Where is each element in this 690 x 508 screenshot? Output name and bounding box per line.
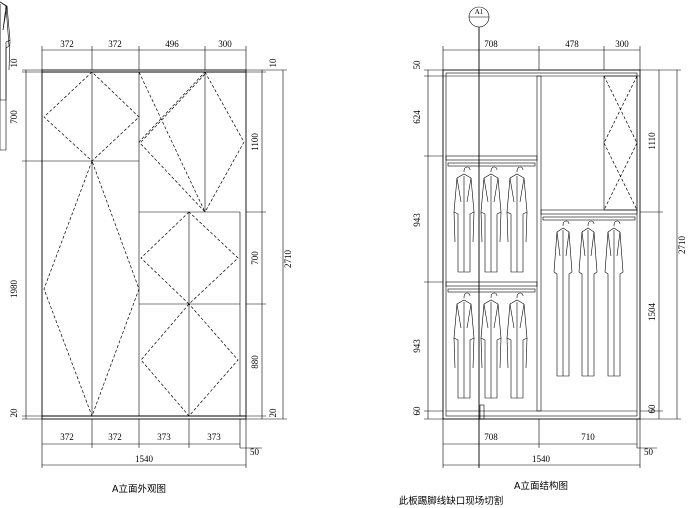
right-left-dim-5: 60: [412, 406, 422, 416]
hanging-rail-2: [447, 288, 536, 293]
shelf-1: [445, 155, 538, 161]
right-total-height: 2710: [677, 236, 687, 255]
shelf-3: [540, 209, 638, 215]
top-right-swing-marks: [603, 75, 638, 211]
left-top-dim-1: 372: [60, 39, 74, 49]
right-caption: A立面结构图: [514, 480, 568, 492]
right-top-dim-2: 478: [565, 39, 579, 49]
left-side-dim-3: 1980: [9, 280, 19, 299]
left-panel-lines: [42, 72, 241, 416]
left-side-dim-4: 20: [9, 408, 19, 418]
left-right-dim-5: 20: [268, 408, 278, 418]
right-bottom-dim-1: 708: [484, 432, 498, 442]
left-door-swing-marks: [43, 71, 245, 417]
left-bottom-dim-3: 373: [157, 432, 171, 442]
left-top-ticks: [41, 46, 247, 70]
left-right-dim-3: 700: [250, 251, 260, 265]
right-top-dim-1: 708: [484, 39, 498, 49]
left-bottom-dim-2: 372: [108, 432, 122, 442]
right-cabinet-outline: [442, 69, 641, 420]
left-right-dim-2: 1100: [250, 133, 260, 151]
shelf-2: [445, 281, 538, 287]
right-top-dim-3: 300: [615, 39, 629, 49]
left-right-dim-4: 880: [250, 355, 260, 369]
hanging-rail-3: [542, 216, 636, 221]
left-top-dim-2: 372: [108, 39, 122, 49]
hanging-garments: [0, 0, 624, 399]
center-partition: [536, 75, 542, 412]
top-right-compartment: [603, 75, 638, 211]
left-total-width: 1540: [135, 454, 154, 464]
right-left-dim-4: 943: [412, 339, 422, 353]
left-side-dim-1: 10: [9, 58, 19, 68]
left-total-height: 2710: [283, 250, 293, 269]
hanging-rail-1: [447, 162, 536, 167]
right-right-dim-3: 60: [647, 404, 657, 414]
right-right-dim-2: 1504: [647, 303, 657, 322]
left-bottom-dim-1: 372: [60, 432, 74, 442]
left-right-dim-1: 10: [268, 58, 278, 68]
section-marker-label: A1: [475, 8, 484, 16]
left-side-dim-2: 700: [9, 110, 19, 124]
left-top-dim-3: 496: [165, 39, 179, 49]
right-left-dim-1: 50: [412, 60, 422, 70]
left-elevation: 372 372 496 300: [9, 39, 293, 495]
left-cabinet-outline: [41, 69, 247, 420]
right-bottom-dim-2: 710: [581, 432, 595, 442]
left-bottom-dim-4: 373: [207, 432, 221, 442]
plinth-cut-note: 此板踢脚线缺口现场切割: [399, 495, 504, 507]
left-caption: A立面外观图: [112, 483, 166, 495]
left-offset-dim: 50: [250, 447, 260, 457]
right-total-width: 1540: [532, 454, 551, 464]
left-top-dim-4: 300: [218, 39, 232, 49]
right-right-dim-1: 1110: [647, 132, 657, 150]
right-left-dim-3: 943: [412, 213, 422, 227]
right-offset-dim: 50: [644, 447, 654, 457]
right-left-dim-2: 624: [412, 110, 422, 124]
